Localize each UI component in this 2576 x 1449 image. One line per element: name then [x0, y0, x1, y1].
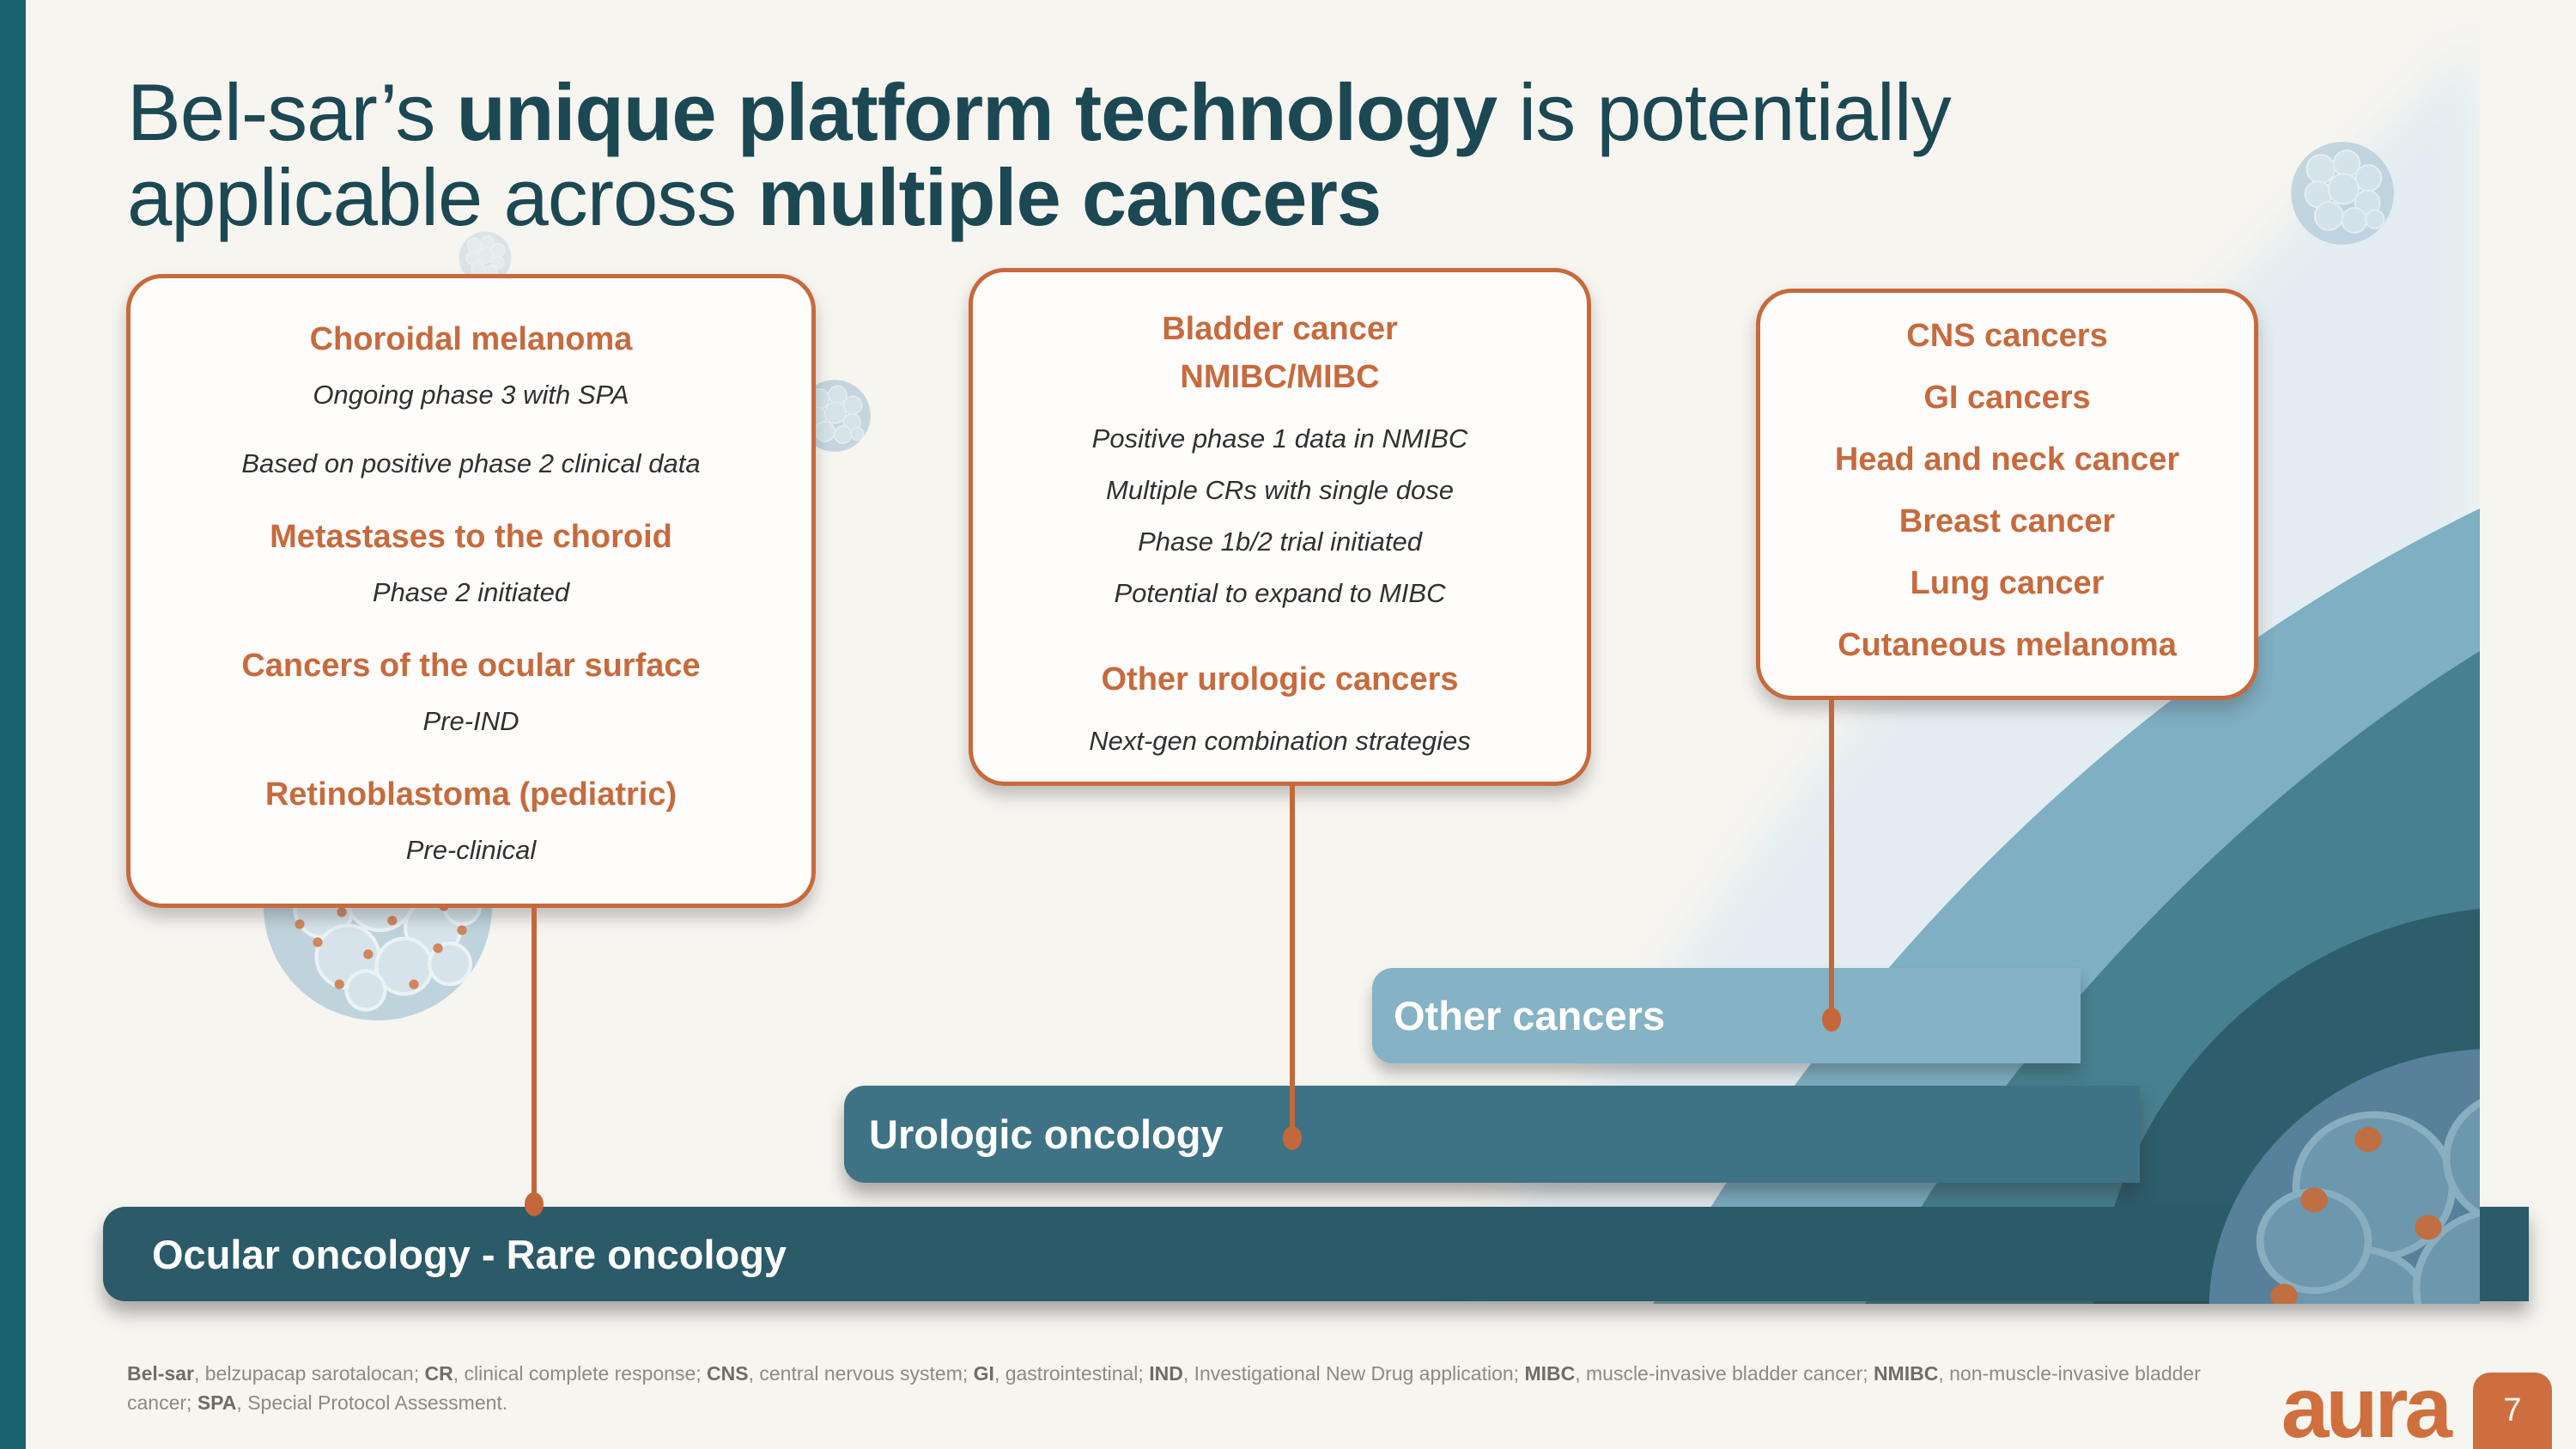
footnote-text: , clinical complete response;	[453, 1362, 708, 1385]
card-urologic-indications: Bladder cancer NMIBC/MIBC Positive phase…	[969, 268, 1591, 786]
indication-status: Multiple CRs with single dose	[1106, 475, 1454, 505]
page-number: 7	[2503, 1392, 2522, 1428]
footnote-term: GI	[973, 1362, 994, 1385]
indication-status: Positive phase 1 data in NMIBC	[1091, 423, 1468, 454]
indication-group: Cancers of the ocular surface Pre-IND	[131, 643, 811, 740]
title-seg: is potentially	[1497, 66, 1951, 157]
footnote-text: cancer;	[127, 1391, 197, 1414]
aura-logo: aura	[2281, 1360, 2452, 1449]
connector-urologic-dot	[1283, 1126, 1302, 1150]
footnote-text: , belzupacap sarotalocan;	[193, 1362, 425, 1385]
indication-group: Retinoblastoma (pediatric) Pre-clinical	[131, 772, 811, 869]
indication-heading: Bladder cancer	[1162, 311, 1398, 347]
title-seg: applicable across	[127, 151, 758, 242]
indication-group: Choroidal melanoma Ongoing phase 3 with …	[131, 317, 811, 483]
cancer-type: Lung cancer	[1910, 565, 2105, 601]
cancer-type: Cutaneous melanoma	[1838, 627, 2177, 663]
bar-other-cancers: Other cancers	[1372, 968, 2081, 1063]
title-seg: unique platform technology	[456, 66, 1498, 157]
footnote-term: NMIBC	[1873, 1362, 1939, 1385]
footnote-term: SPA	[197, 1391, 237, 1414]
indication-status: Phase 2 initiated	[372, 577, 570, 607]
footnote-term: Bel-sar	[127, 1362, 194, 1385]
card-ocular-indications: Choroidal melanoma Ongoing phase 3 with …	[126, 274, 816, 908]
indication-status: Pre-clinical	[405, 835, 537, 865]
indication-group: Other urologic cancers Next-gen combinat…	[973, 657, 1587, 767]
indication-heading: Choroidal melanoma	[309, 321, 633, 357]
indication-heading: Cancers of the ocular surface	[241, 648, 701, 684]
footnote-line: cancer; SPA, Special Protocol Assessment…	[127, 1388, 2385, 1417]
indication-status: Ongoing phase 3 with SPA	[313, 380, 629, 410]
indication-group: Bladder cancer NMIBC/MIBC Positive phase…	[973, 307, 1587, 619]
indication-heading: Other urologic cancers	[1101, 661, 1459, 697]
footnote-text: , central nervous system;	[748, 1362, 974, 1385]
title-seg: Bel-sar’s	[127, 66, 457, 157]
cancer-type: GI cancers	[1923, 380, 2091, 416]
left-edge-bar	[0, 0, 26, 1449]
bar-urologic-oncology: Urologic oncology	[844, 1086, 2140, 1183]
bar-ocular-oncology: Ocular oncology - Rare oncology	[103, 1207, 2529, 1301]
footnote-term: CR	[424, 1362, 453, 1385]
footnote-text: , Investigational New Drug application;	[1182, 1362, 1525, 1385]
footnote-text: , muscle-invasive bladder cancer;	[1575, 1362, 1874, 1385]
footnote-text: , gastrointestinal;	[993, 1362, 1150, 1385]
virus-particle-topright	[2291, 142, 2394, 245]
page-title: Bel-sar’s unique platform technology is …	[127, 70, 2274, 240]
indication-status: Next-gen combination strategies	[1089, 726, 1471, 756]
connector-urologic	[1290, 782, 1295, 1138]
cancer-type: CNS cancers	[1906, 318, 2108, 354]
footnote-term: IND	[1149, 1362, 1183, 1385]
indication-status: Potential to expand to MIBC	[1114, 578, 1446, 608]
virus-particle-small	[459, 231, 512, 284]
bar-label: Urologic oncology	[869, 1111, 1224, 1157]
footnote-abbreviations: Bel-sar, belzupacap sarotalocan; CR, cli…	[127, 1359, 2385, 1417]
bar-label: Other cancers	[1394, 993, 1666, 1038]
page-number-badge: 7	[2473, 1373, 2552, 1449]
footnote-term: CNS	[707, 1362, 749, 1385]
footnote-text: , Special Protocol Assessment.	[236, 1391, 508, 1414]
footnote-text: , non-muscle-invasive bladder	[1938, 1362, 2201, 1385]
bar-label: Ocular oncology - Rare oncology	[152, 1231, 787, 1277]
footnote-line: Bel-sar, belzupacap sarotalocan; CR, cli…	[127, 1359, 2385, 1388]
cancer-type: Head and neck cancer	[1834, 441, 2180, 478]
title-seg: multiple cancers	[757, 151, 1382, 242]
connector-other-dot	[1822, 1008, 1841, 1032]
connector-ocular	[532, 904, 537, 1205]
indication-status: Phase 1b/2 trial initiated	[1138, 527, 1422, 557]
cancer-type: Breast cancer	[1899, 503, 2116, 539]
indication-heading: NMIBC/MIBC	[1180, 359, 1380, 395]
indication-heading: Metastases to the choroid	[270, 519, 672, 555]
connector-other	[1829, 697, 1834, 1020]
footnote-term: MIBC	[1524, 1362, 1576, 1385]
connector-ocular-dot	[525, 1192, 544, 1216]
card-other-cancers: CNS cancers GI cancers Head and neck can…	[1756, 289, 2258, 700]
indication-heading: Retinoblastoma (pediatric)	[264, 776, 677, 813]
indication-status: Based on positive phase 2 clinical data	[241, 448, 701, 478]
indication-group: Metastases to the choroid Phase 2 initia…	[131, 514, 811, 612]
indication-status: Pre-IND	[422, 706, 519, 736]
